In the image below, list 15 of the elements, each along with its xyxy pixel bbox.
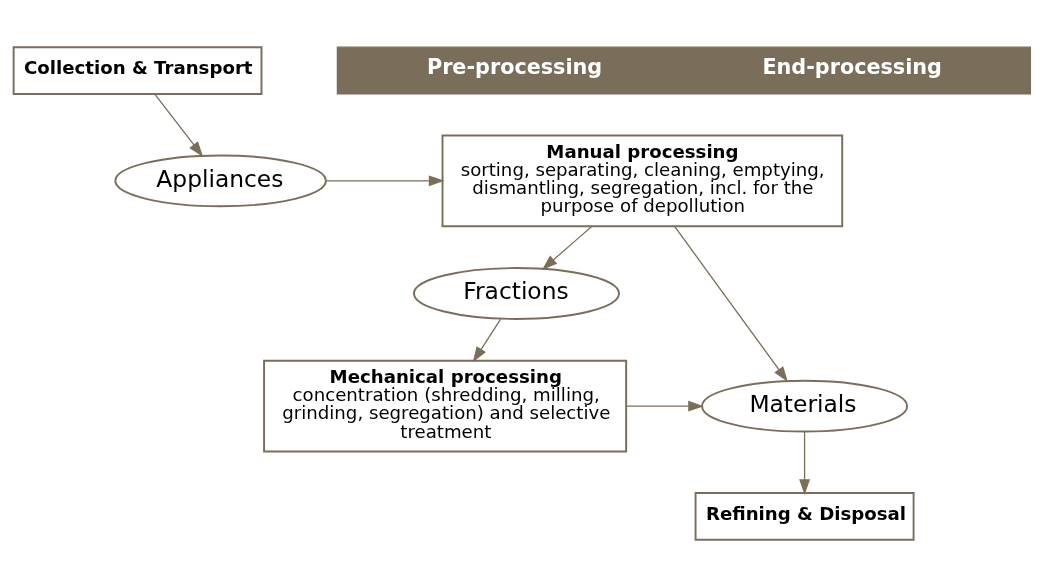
node-ellipse: Fractions — [413, 266, 620, 320]
arrow — [325, 174, 445, 186]
node-box: Manual processing sorting, separating, cleaning, emptying, dismantling, segregation, incl. for the purpose of depollution — [441, 133, 844, 227]
arrow — [674, 225, 788, 382]
node-box: Pre-processing End-processing — [336, 46, 1032, 95]
arrow — [472, 318, 502, 362]
node-box: Mechanical processing concentration (shredding, milling, grinding, segregation) and selective treatment — [263, 359, 628, 453]
node-box: Refining & Disposal — [694, 491, 915, 541]
arrow — [625, 400, 704, 412]
node-ellipse: Appliances — [114, 153, 327, 207]
node-box: Collection & Transport — [12, 45, 263, 95]
arrow — [541, 225, 593, 270]
arrow — [799, 430, 811, 495]
arrow — [154, 93, 204, 157]
node-ellipse: Materials — [701, 379, 909, 433]
